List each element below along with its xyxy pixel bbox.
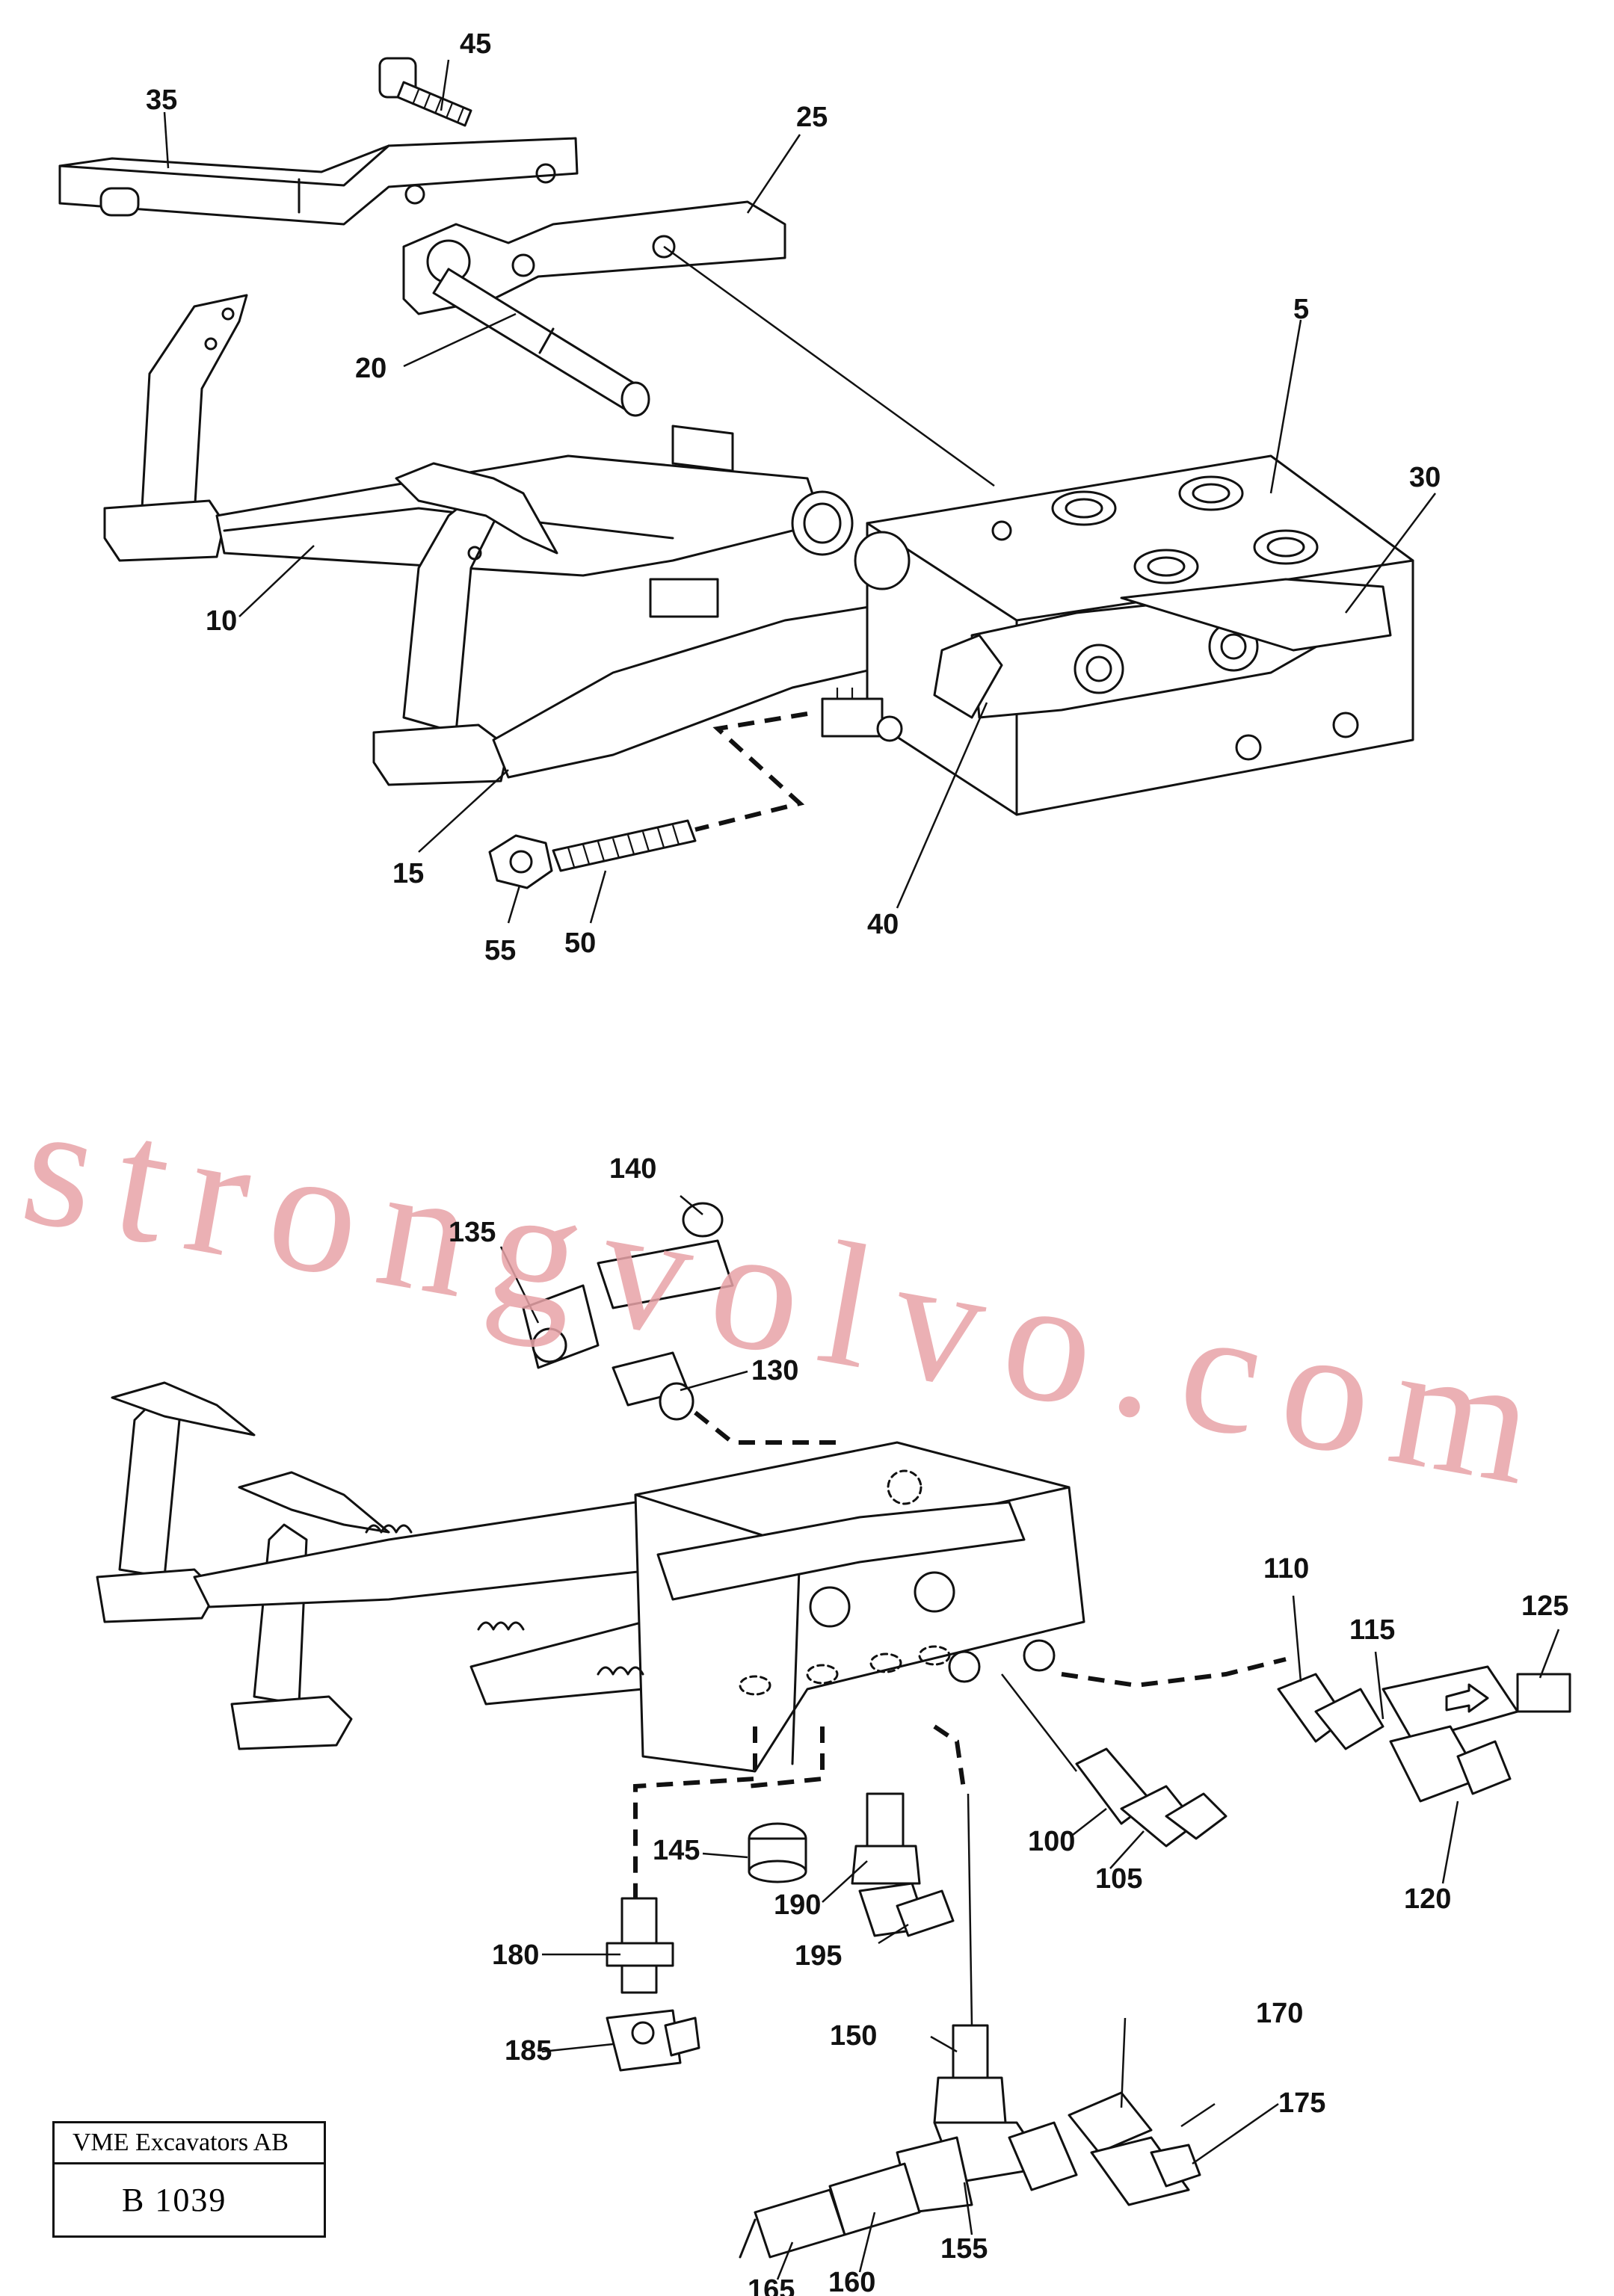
end-plate-icon	[1120, 578, 1392, 652]
fitting-icon	[606, 1897, 700, 2072]
part-label-150: 150	[830, 2020, 878, 2052]
part-label-185: 185	[505, 2035, 552, 2067]
nut-icon	[488, 834, 553, 889]
lower-assembly	[96, 1195, 1571, 2280]
part-label-120: 120	[1404, 1883, 1452, 1915]
part-label-135: 135	[449, 1217, 496, 1248]
part-label-55: 55	[484, 935, 517, 966]
spring-icon	[552, 819, 697, 872]
plug-icon	[748, 1822, 807, 1883]
part-label-115: 115	[1349, 1614, 1396, 1646]
pin-icon	[432, 268, 650, 417]
part-label-35: 35	[146, 84, 178, 116]
connection-path	[1061, 1657, 1287, 1688]
upper-assembly	[58, 57, 1436, 924]
part-label-20: 20	[355, 353, 387, 384]
pedal-icon	[230, 1471, 390, 1750]
spring-icon	[597, 1666, 644, 1676]
bolt-icon	[378, 57, 472, 127]
part-label-30: 30	[1409, 462, 1441, 493]
part-label-25: 25	[796, 102, 828, 133]
lever-plate-icon	[58, 137, 579, 226]
part-label-165: 165	[748, 2274, 795, 2296]
stop-block-icon	[649, 578, 719, 618]
part-label-140: 140	[609, 1153, 657, 1185]
part-label-190: 190	[774, 1889, 822, 1921]
spring-icon	[477, 1621, 525, 1631]
company-name: VME Excavators AB	[55, 2123, 324, 2164]
fitting-icon	[1277, 1665, 1571, 1803]
drawing-number: B 1039	[122, 2182, 227, 2218]
part-label-155: 155	[940, 2233, 988, 2265]
part-label-15: 15	[392, 858, 425, 889]
part-label-195: 195	[795, 1940, 843, 1972]
part-label-105: 105	[1095, 1863, 1143, 1895]
part-label-145: 145	[653, 1835, 700, 1866]
part-label-5: 5	[1293, 294, 1310, 325]
part-label-170: 170	[1256, 1998, 1304, 2029]
spring-icon	[365, 1524, 413, 1534]
part-label-100: 100	[1028, 1826, 1076, 1857]
part-label-175: 175	[1278, 2087, 1326, 2119]
fitting-icon	[1075, 1747, 1228, 1848]
connection-path	[694, 1410, 837, 1445]
fitting-icon	[896, 2024, 1201, 2214]
part-label-10: 10	[206, 605, 238, 637]
fitting-icon	[851, 1792, 955, 1937]
title-block: VME Excavators AB B 1039	[52, 2121, 326, 2238]
connection-path	[933, 1724, 967, 1794]
pedal-icon	[96, 1381, 256, 1623]
part-label-160: 160	[828, 2267, 876, 2296]
part-label-50: 50	[564, 928, 597, 959]
part-label-125: 125	[1521, 1590, 1569, 1622]
part-label-180: 180	[492, 1939, 540, 1971]
clamp-icon	[821, 688, 903, 742]
flow-arrow-icon	[1445, 1683, 1489, 1713]
part-label-110: 110	[1263, 1553, 1310, 1584]
part-label-130: 130	[751, 1355, 799, 1386]
connection-path	[633, 1726, 757, 1913]
part-label-45: 45	[460, 28, 492, 60]
sensor-icon	[739, 2162, 921, 2259]
part-label-40: 40	[867, 909, 899, 940]
valve-block-icon	[634, 1441, 1085, 1773]
assembly-path	[694, 712, 808, 832]
bushing-icon	[671, 425, 911, 590]
fitting-icon	[522, 1202, 734, 1421]
